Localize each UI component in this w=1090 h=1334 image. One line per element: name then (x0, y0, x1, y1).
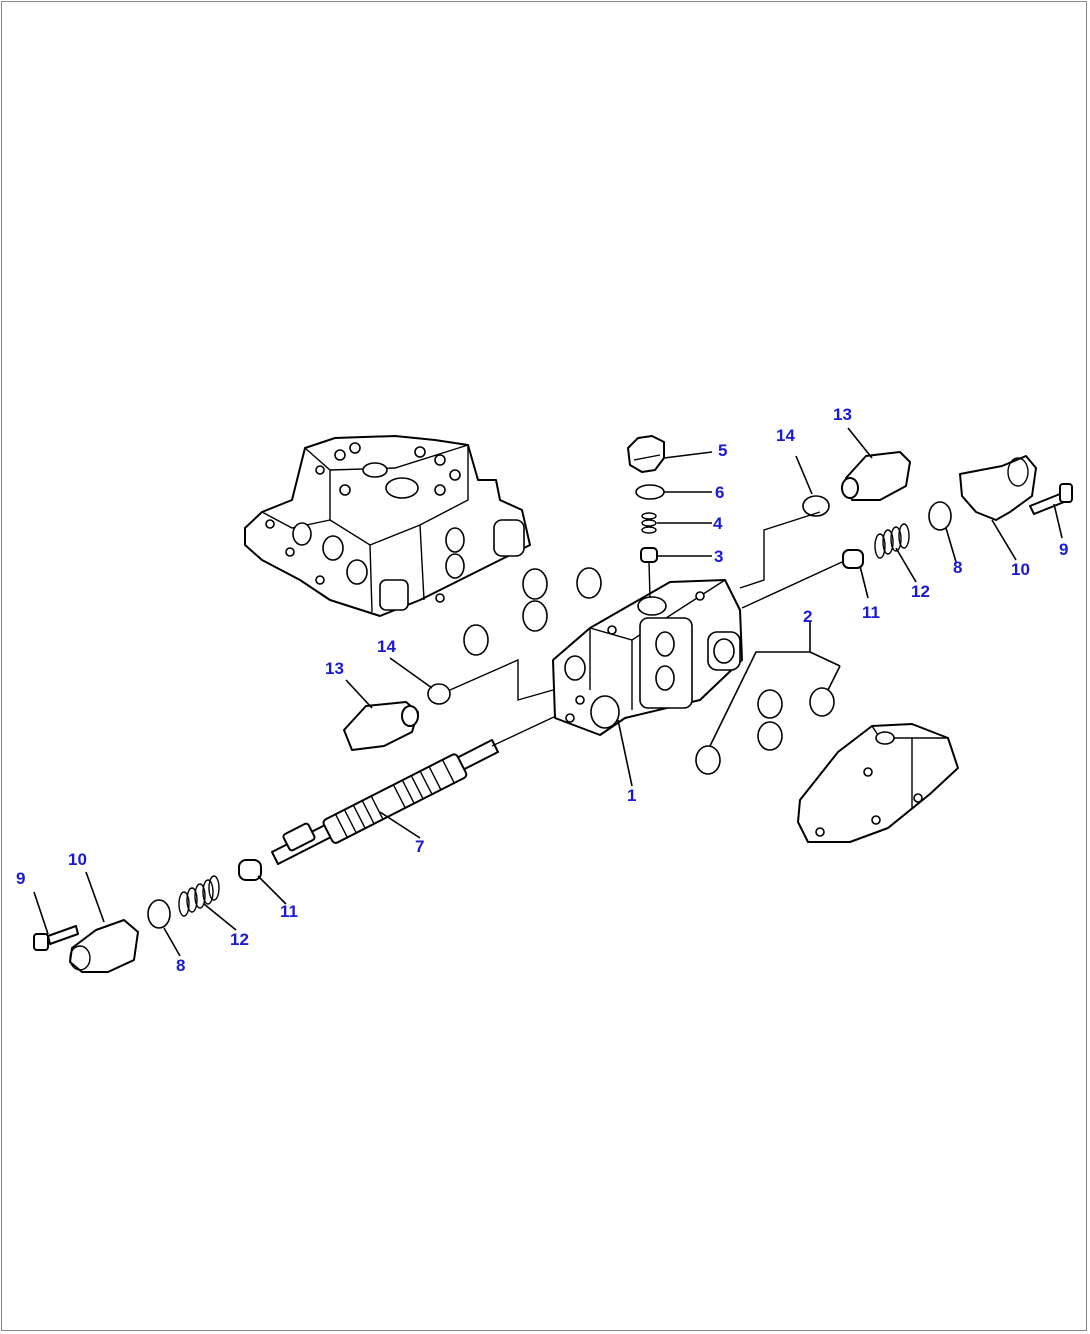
callout-8-upper: 8 (953, 558, 962, 577)
callout-12-upper: 12 (911, 582, 930, 601)
spring-part-12-upper (874, 523, 910, 559)
plug-part-5 (627, 435, 665, 473)
bolt-part-9-upper (1029, 483, 1073, 515)
o-ring-group-part-2 (695, 687, 835, 775)
callout-13-lower: 13 (325, 659, 344, 678)
relief-valve-part-13-lower (343, 701, 419, 751)
cover-part-10-upper (959, 455, 1037, 521)
collar-part-11-lower (238, 859, 262, 881)
relief-valve-part-13-upper (841, 451, 911, 501)
callout-7: 7 (415, 837, 424, 856)
callout-12-lower: 12 (230, 930, 249, 949)
o-ring-part-6 (635, 484, 665, 500)
callout-4: 4 (713, 514, 723, 533)
callout-5: 5 (718, 441, 727, 460)
collar-part-11-upper (842, 549, 864, 569)
cover-part-10-lower (69, 919, 139, 973)
callout-13-upper: 13 (833, 405, 852, 424)
callout-14-lower: 14 (377, 637, 396, 656)
callouts: 5 14 13 6 4 3 9 8 10 12 11 2 14 13 1 7 9… (16, 405, 1068, 975)
callout-11-lower: 11 (280, 902, 298, 921)
callout-8-lower: 8 (176, 956, 185, 975)
bolt-part-9-lower (33, 925, 79, 951)
callout-1: 1 (627, 786, 636, 805)
leader-lines (33, 427, 1063, 957)
valve-assembly (244, 435, 531, 617)
valve-section-body (552, 579, 743, 736)
callout-11-upper: 11 (862, 603, 880, 622)
end-plate (797, 723, 959, 843)
callout-6: 6 (715, 483, 724, 502)
callout-3: 3 (714, 547, 723, 566)
o-ring-group-left (463, 567, 602, 656)
o-ring-part-8-lower (147, 899, 171, 929)
poppet-part-3 (640, 547, 658, 599)
callout-9-upper: 9 (1059, 540, 1068, 559)
callout-14-upper: 14 (776, 426, 795, 445)
o-ring-part-14-upper (802, 495, 830, 517)
spring-part-4 (641, 512, 657, 534)
callout-10-upper: 10 (1011, 560, 1030, 579)
callout-10-lower: 10 (68, 850, 87, 869)
o-ring-part-14-lower (427, 683, 451, 705)
callout-2: 2 (803, 607, 812, 626)
spool-part-7 (271, 739, 499, 865)
spring-part-12-lower (178, 875, 220, 917)
o-ring-part-8-upper (928, 501, 952, 531)
callout-9-lower: 9 (16, 869, 25, 888)
